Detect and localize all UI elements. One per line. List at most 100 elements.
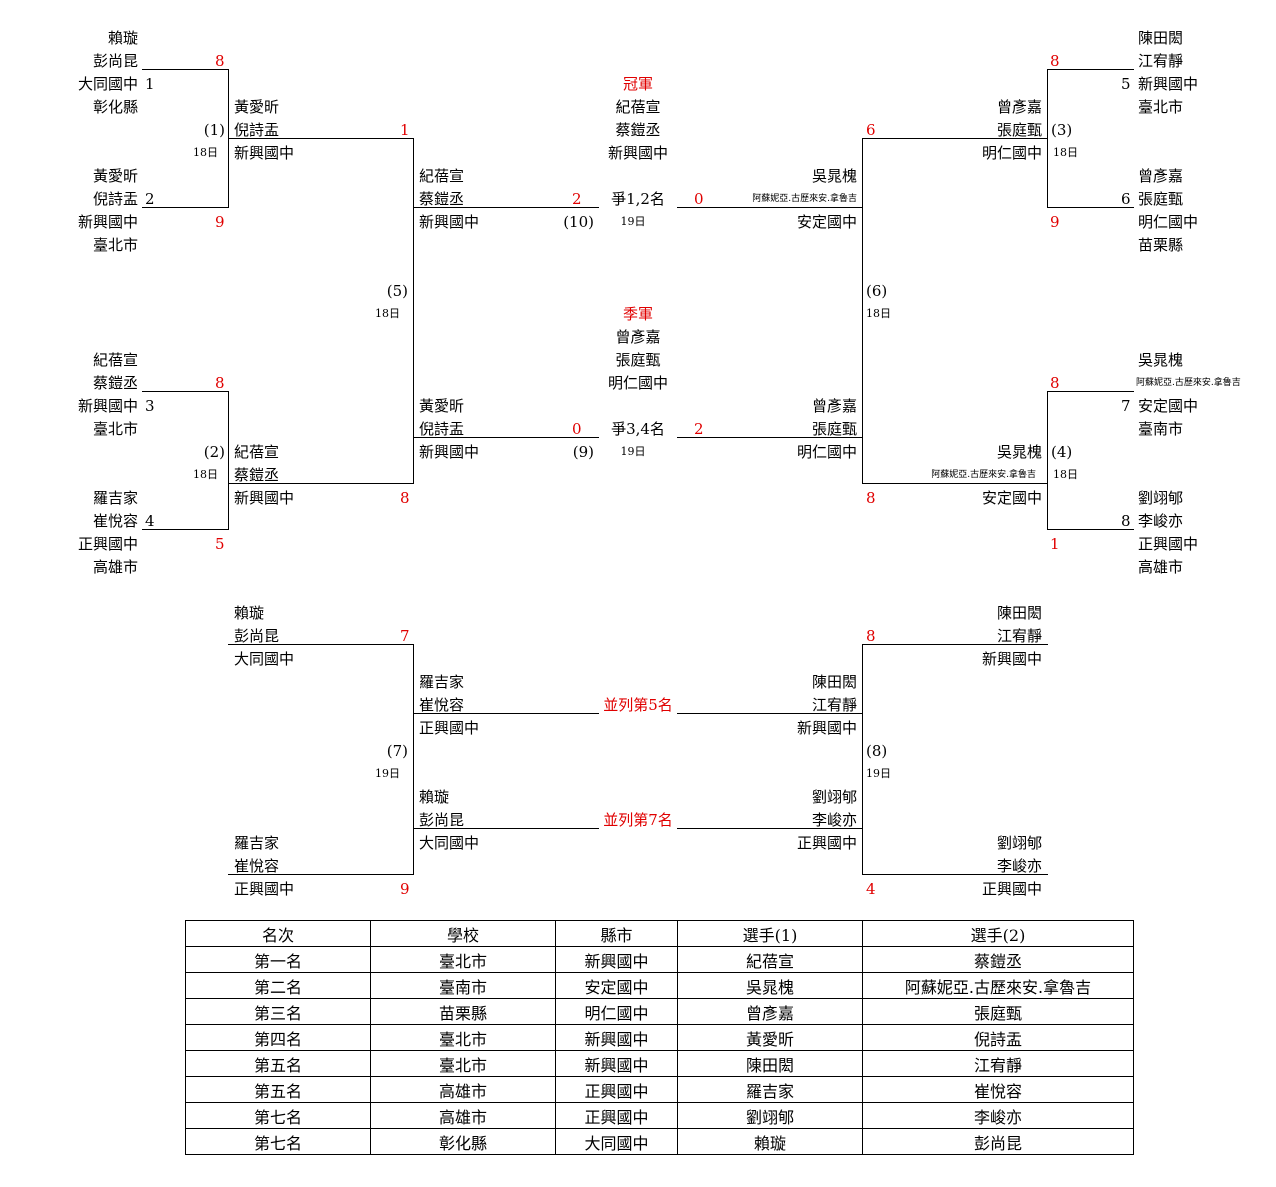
seed-5-score: 8	[1050, 52, 1060, 70]
seed-2-score: 9	[215, 213, 225, 231]
third-match-title: 爭3,4名	[611, 420, 665, 438]
match-6-top-school: 安定國中	[796, 213, 857, 231]
place5-left-player-2: 崔悅容	[419, 696, 465, 714]
match-7-date: 19日	[375, 767, 400, 780]
seed-2-player-2: 倪詩盂	[92, 190, 138, 208]
third-match-date: 19日	[620, 445, 646, 458]
cell-school: 苗栗縣	[370, 998, 556, 1025]
seed-3-player-2: 蔡鎧丞	[92, 374, 138, 392]
cell-school: 臺北市	[370, 946, 556, 973]
match-7-bottom-score: 9	[400, 880, 410, 898]
place7-right-player-2: 李峻亦	[811, 811, 857, 829]
match-8-label: (8)	[866, 742, 888, 760]
match-3-label: (3)	[1051, 121, 1073, 139]
cell-rank: 第三名	[185, 998, 371, 1025]
seed-2-number: 2	[145, 190, 155, 208]
match-5-top-player-1: 紀蓓宣	[419, 167, 465, 185]
seed-6-score: 9	[1050, 213, 1060, 231]
match-4-score: 8	[866, 489, 876, 507]
match-5-top-player-2: 蔡鎧丞	[419, 190, 465, 208]
seed-5-player-2: 江宥靜	[1138, 52, 1184, 70]
match-6-bottom-player-2: 張庭甄	[811, 420, 857, 438]
seed-7-score: 8	[1050, 374, 1060, 392]
seed-7-county: 臺南市	[1138, 420, 1184, 438]
match-7-top-score: 7	[400, 627, 410, 645]
cell-rank: 第四名	[185, 1024, 371, 1051]
place7-right-school: 正興國中	[796, 834, 857, 852]
cell-player-2: 張庭甄	[862, 998, 1134, 1025]
tie-5-label: 並列第5名	[603, 696, 673, 714]
match-7-top-player-2: 彭尚昆	[234, 627, 280, 645]
seed-8-school: 正興國中	[1138, 535, 1199, 553]
match-2-winner-2: 蔡鎧丞	[234, 466, 280, 484]
seed-7-player-2: 阿蘇妮亞.古歷來安.拿魯吉	[1136, 378, 1241, 388]
cell-rank: 第七名	[185, 1102, 371, 1129]
seed-4-number: 4	[145, 512, 155, 530]
seed-8-player-2: 李峻亦	[1138, 512, 1184, 530]
cell-player-2: 李峻亦	[862, 1102, 1134, 1129]
match-6-bottom-player-1: 曾彥嘉	[811, 397, 857, 415]
results-table: 名次 學校 縣市 選手(1) 選手(2) 第一名 臺北市 新興國中 紀蓓宣 蔡鎧…	[185, 920, 1134, 1155]
match-5-bottom-player-1: 黃愛昕	[419, 397, 465, 415]
table-row: 第七名 彰化縣 大同國中 賴璇 彭尚昆	[185, 1128, 1134, 1155]
cell-player-1: 陳田閎	[677, 1050, 863, 1077]
cell-school: 彰化縣	[370, 1128, 556, 1155]
seed-6-player-2: 張庭甄	[1138, 190, 1184, 208]
place7-right-player-1: 劉翊郇	[811, 788, 857, 806]
seed-8-number: 8	[1121, 512, 1131, 530]
match-1-winner-school: 新興國中	[234, 144, 295, 162]
place5-right-player-2: 江宥靜	[811, 696, 857, 714]
cell-rank: 第二名	[185, 972, 371, 999]
match-6-top-score: 0	[694, 190, 704, 208]
match-5-bottom-score: 0	[572, 420, 582, 438]
cell-county: 明仁國中	[555, 998, 678, 1025]
cell-player-1: 曾彥嘉	[677, 998, 863, 1025]
seed-3-player-1: 紀蓓宣	[92, 351, 138, 369]
seed-1-school: 大同國中	[77, 75, 138, 93]
table-row: 第五名 高雄市 正興國中 羅吉家 崔悅容	[185, 1076, 1134, 1103]
seed-4-player-2: 崔悅容	[92, 512, 138, 530]
table-row: 第二名 臺南市 安定國中 吳晁槐 阿蘇妮亞.古歷來安.拿魯吉	[185, 972, 1134, 999]
match-5-top-score: 2	[572, 190, 582, 208]
cell-county: 正興國中	[555, 1102, 678, 1129]
cell-player-1: 賴璇	[677, 1128, 863, 1155]
seed-8-score: 1	[1050, 535, 1060, 553]
cell-school: 高雄市	[370, 1076, 556, 1103]
seed-6-player-1: 曾彥嘉	[1138, 167, 1184, 185]
match-3-score: 6	[866, 121, 876, 139]
match-1-label: (1)	[203, 121, 225, 139]
seed-4-player-1: 羅吉家	[92, 489, 138, 507]
match-4-winner-2: 阿蘇妮亞.古歷來安.拿魯吉	[931, 470, 1036, 480]
match-5-top-school: 新興國中	[419, 213, 480, 231]
cell-player-2: 阿蘇妮亞.古歷來安.拿魯吉	[862, 972, 1134, 999]
cell-county: 新興國中	[555, 946, 678, 973]
table-header-row: 名次 學校 縣市 選手(1) 選手(2)	[185, 920, 1134, 947]
cell-school: 臺南市	[370, 972, 556, 999]
seed-6-county: 苗栗縣	[1138, 236, 1184, 254]
cell-player-2: 倪詩盂	[862, 1024, 1134, 1051]
final-label: (10)	[563, 213, 594, 231]
match-8-top-player-1: 陳田閎	[996, 604, 1042, 622]
cell-player-1: 紀蓓宣	[677, 946, 863, 973]
place5-right-school: 新興國中	[796, 719, 857, 737]
match-4-winner-1: 吳晁槐	[996, 443, 1042, 461]
match-4-label: (4)	[1051, 443, 1073, 461]
place5-right-player-1: 陳田閎	[811, 673, 857, 691]
champion-player-1: 紀蓓宣	[615, 98, 661, 116]
seed-1-number: 1	[145, 75, 155, 93]
match-8-top-score: 8	[866, 627, 876, 645]
match-8-date: 19日	[866, 767, 891, 780]
cell-county: 新興國中	[555, 1024, 678, 1051]
match-8-bottom-score: 4	[866, 880, 876, 898]
seed-6-school: 明仁國中	[1138, 213, 1199, 231]
tie-7-label: 並列第7名	[603, 811, 673, 829]
match-5-bottom-school: 新興國中	[419, 443, 480, 461]
cell-rank: 第一名	[185, 946, 371, 973]
cell-county: 新興國中	[555, 1050, 678, 1077]
third-match-label: (9)	[572, 443, 594, 461]
cell-school: 臺北市	[370, 1050, 556, 1077]
match-7-label: (7)	[386, 742, 408, 760]
match-8-bottom-player-1: 劉翊郇	[996, 834, 1042, 852]
table-row: 第七名 高雄市 正興國中 劉翊郇 李峻亦	[185, 1102, 1134, 1129]
match-7-bottom-player-2: 崔悅容	[234, 857, 280, 875]
